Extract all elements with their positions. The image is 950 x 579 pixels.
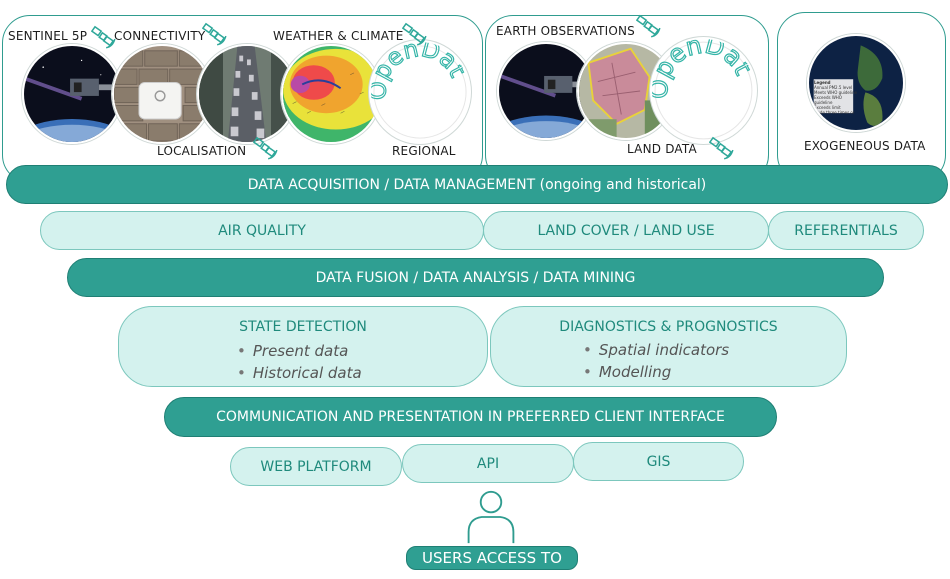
- legend-line: Exceeds limit: [814, 105, 841, 110]
- opendata-logo-land: OpenData: [650, 37, 757, 144]
- satellite-icon: [91, 25, 116, 49]
- opendata-logo-regional: OpenData: [369, 40, 471, 144]
- users-access-bar: USERS ACCESS TO: [406, 546, 578, 570]
- state-detection-box: STATE DETECTION Present data Historical …: [118, 306, 488, 387]
- exogeneous-map-image: Legend Annual PM2.5 level Meets WHO guid…: [807, 34, 905, 132]
- label-exogeneous-data: EXOGENEOUS DATA: [804, 139, 926, 153]
- category-land-cover: LAND COVER / LAND USE: [483, 211, 769, 250]
- sentinel-image: [22, 44, 122, 144]
- user-icon: [467, 490, 515, 544]
- state-item-present: Present data: [237, 342, 348, 360]
- label-regional: REGIONAL: [392, 144, 456, 158]
- satellite-icon: [709, 136, 734, 160]
- label-localisation: LOCALISATION: [157, 144, 247, 158]
- diagnostics-box: DIAGNOSTICS & PROGNOSTICS Spatial indica…: [490, 306, 847, 387]
- communication-bar: COMMUNICATION AND PRESENTATION IN PREFER…: [164, 397, 777, 437]
- satellite-icon: [636, 14, 661, 38]
- category-referentials: REFERENTIALS: [768, 211, 924, 250]
- label-earth-observations: EARTH OBSERVATIONS: [496, 24, 635, 38]
- legend-line: Exceeds WHO guideline: [814, 95, 842, 105]
- weather-map-image: [281, 44, 381, 144]
- label-sentinel-5p: SENTINEL 5P: [8, 29, 88, 43]
- satellite-icon: [253, 136, 278, 160]
- legend-title: Legend: [814, 80, 831, 85]
- label-land-data: LAND DATA: [627, 142, 697, 156]
- diag-item-spatial: Spatial indicators: [583, 341, 729, 359]
- data-fusion-bar: DATA FUSION / DATA ANALYSIS / DATA MININ…: [67, 258, 884, 297]
- map-legend: Legend Annual PM2.5 level Meets WHO guid…: [814, 80, 858, 120]
- diagnostics-title: DIAGNOSTICS & PROGNOSTICS: [559, 319, 778, 335]
- data-acquisition-bar: DATA ACQUISITION / DATA MANAGEMENT (ongo…: [6, 165, 948, 204]
- interface-web-platform: WEB PLATFORM: [230, 447, 402, 486]
- category-air-quality: AIR QUALITY: [40, 211, 484, 250]
- interface-api: API: [402, 444, 574, 483]
- localisation-image: [197, 44, 297, 144]
- interface-gis: GIS: [573, 442, 744, 481]
- label-connectivity: CONNECTIVITY: [114, 29, 206, 43]
- legend-line: Made three times or more: [814, 110, 855, 120]
- satellite-icon: [402, 22, 427, 46]
- label-weather-climate: WEATHER & CLIMATE: [273, 29, 404, 43]
- state-item-historical: Historical data: [237, 364, 362, 382]
- satellite-icon: [202, 22, 227, 46]
- diag-item-modelling: Modelling: [583, 363, 671, 381]
- state-detection-title: STATE DETECTION: [239, 319, 367, 335]
- legend-line: Annual PM2.5 level: [814, 85, 853, 90]
- legend-line: Meets WHO guideline: [814, 90, 858, 95]
